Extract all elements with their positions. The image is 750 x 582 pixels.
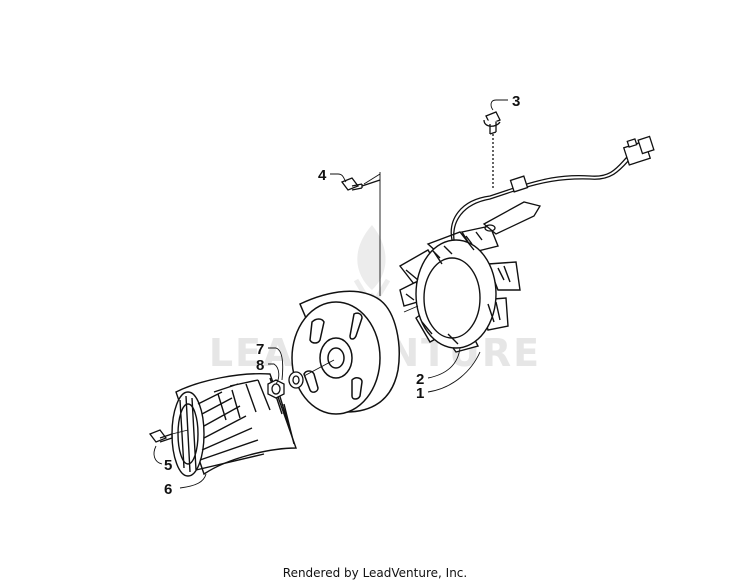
callout-8: 8 [256,357,264,374]
bolt-part-5 [148,429,173,443]
footer-credit: Rendered by LeadVenture, Inc. [282,566,468,580]
bolt-part-4 [340,177,381,191]
callout-4: 4 [318,167,327,184]
flywheel-rotor [291,290,400,415]
callout-6: 6 [164,481,172,498]
bolt-part-3 [483,111,501,188]
assembly-guide-lines [171,172,419,435]
callout-5: 5 [164,457,172,474]
callout-1: 1 [416,385,424,402]
callout-7: 7 [256,341,264,358]
callout-labels: 3 4 2 1 7 8 5 6 [164,93,520,498]
fan-housing [171,372,297,477]
wiring-harness [450,135,655,241]
stator-assembly [398,225,521,353]
callout-3: 3 [512,93,520,110]
nut-and-washer [267,371,304,399]
callout-leaders [153,99,508,489]
callout-2: 2 [416,371,424,388]
